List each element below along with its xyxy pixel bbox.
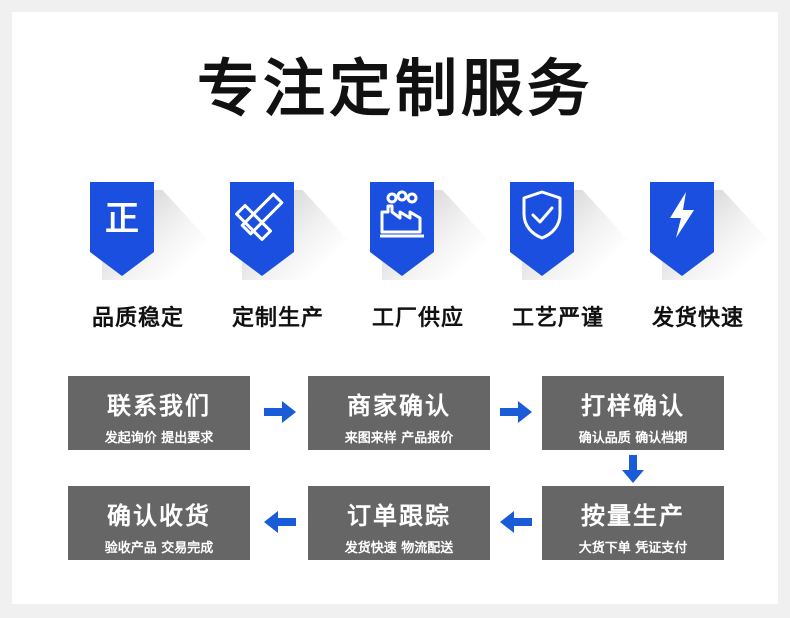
feature-label: 品质稳定 <box>91 306 184 331</box>
pencil-ruler-icon <box>230 182 294 276</box>
step-subtitle: 发起询价 提出要求 <box>104 431 214 446</box>
step-order-tracking: 订单跟踪 发货快速 物流配送 <box>308 486 490 560</box>
step-title: 按量生产 <box>581 502 685 530</box>
step-title: 订单跟踪 <box>347 502 451 530</box>
step-subtitle: 来图来样 产品报价 <box>344 431 454 446</box>
shield-check-icon <box>510 182 574 276</box>
feature-label: 定制生产 <box>231 306 324 331</box>
arrow-right-icon <box>500 401 532 423</box>
arrow-left-icon <box>500 511 532 533</box>
step-subtitle: 确认品质 确认档期 <box>578 431 688 446</box>
feature-quality: 正 品质稳定 <box>68 178 212 338</box>
step-title: 商家确认 <box>347 392 451 420</box>
feature-craft: 工艺严谨 <box>488 178 632 338</box>
page-title: 专注定制服务 <box>196 52 593 125</box>
step-mass-production: 按量生产 大货下单 凭证支付 <box>542 486 724 560</box>
step-title: 打样确认 <box>581 392 685 420</box>
step-subtitle: 验收产品 交易完成 <box>104 541 214 556</box>
feature-custom: 定制生产 <box>208 178 352 338</box>
arrow-right-icon <box>264 401 296 423</box>
arrow-left-icon <box>264 511 296 533</box>
step-title: 联系我们 <box>107 392 211 420</box>
step-contact-us: 联系我们 发起询价 提出要求 <box>68 376 250 450</box>
factory-icon <box>370 182 434 276</box>
step-merchant-confirm: 商家确认 来图来样 产品报价 <box>308 376 490 450</box>
feature-factory: 工厂供应 <box>348 178 492 338</box>
step-receive-goods: 确认收货 验收产品 交易完成 <box>68 486 250 560</box>
feature-label: 工艺严谨 <box>511 306 604 331</box>
step-title: 确认收货 <box>107 502 211 530</box>
step-subtitle: 发货快速 物流配送 <box>344 541 454 556</box>
svg-text:正: 正 <box>105 199 139 239</box>
feature-shipping: 发货快速 <box>628 178 772 338</box>
lightning-icon <box>650 182 714 276</box>
feature-label: 发货快速 <box>651 306 744 331</box>
arrow-down-icon <box>622 455 644 483</box>
feature-label: 工厂供应 <box>371 306 464 331</box>
zheng-character-icon: 正 <box>90 182 154 276</box>
step-sample-confirm: 打样确认 确认品质 确认档期 <box>542 376 724 450</box>
step-subtitle: 大货下单 凭证支付 <box>578 541 688 556</box>
